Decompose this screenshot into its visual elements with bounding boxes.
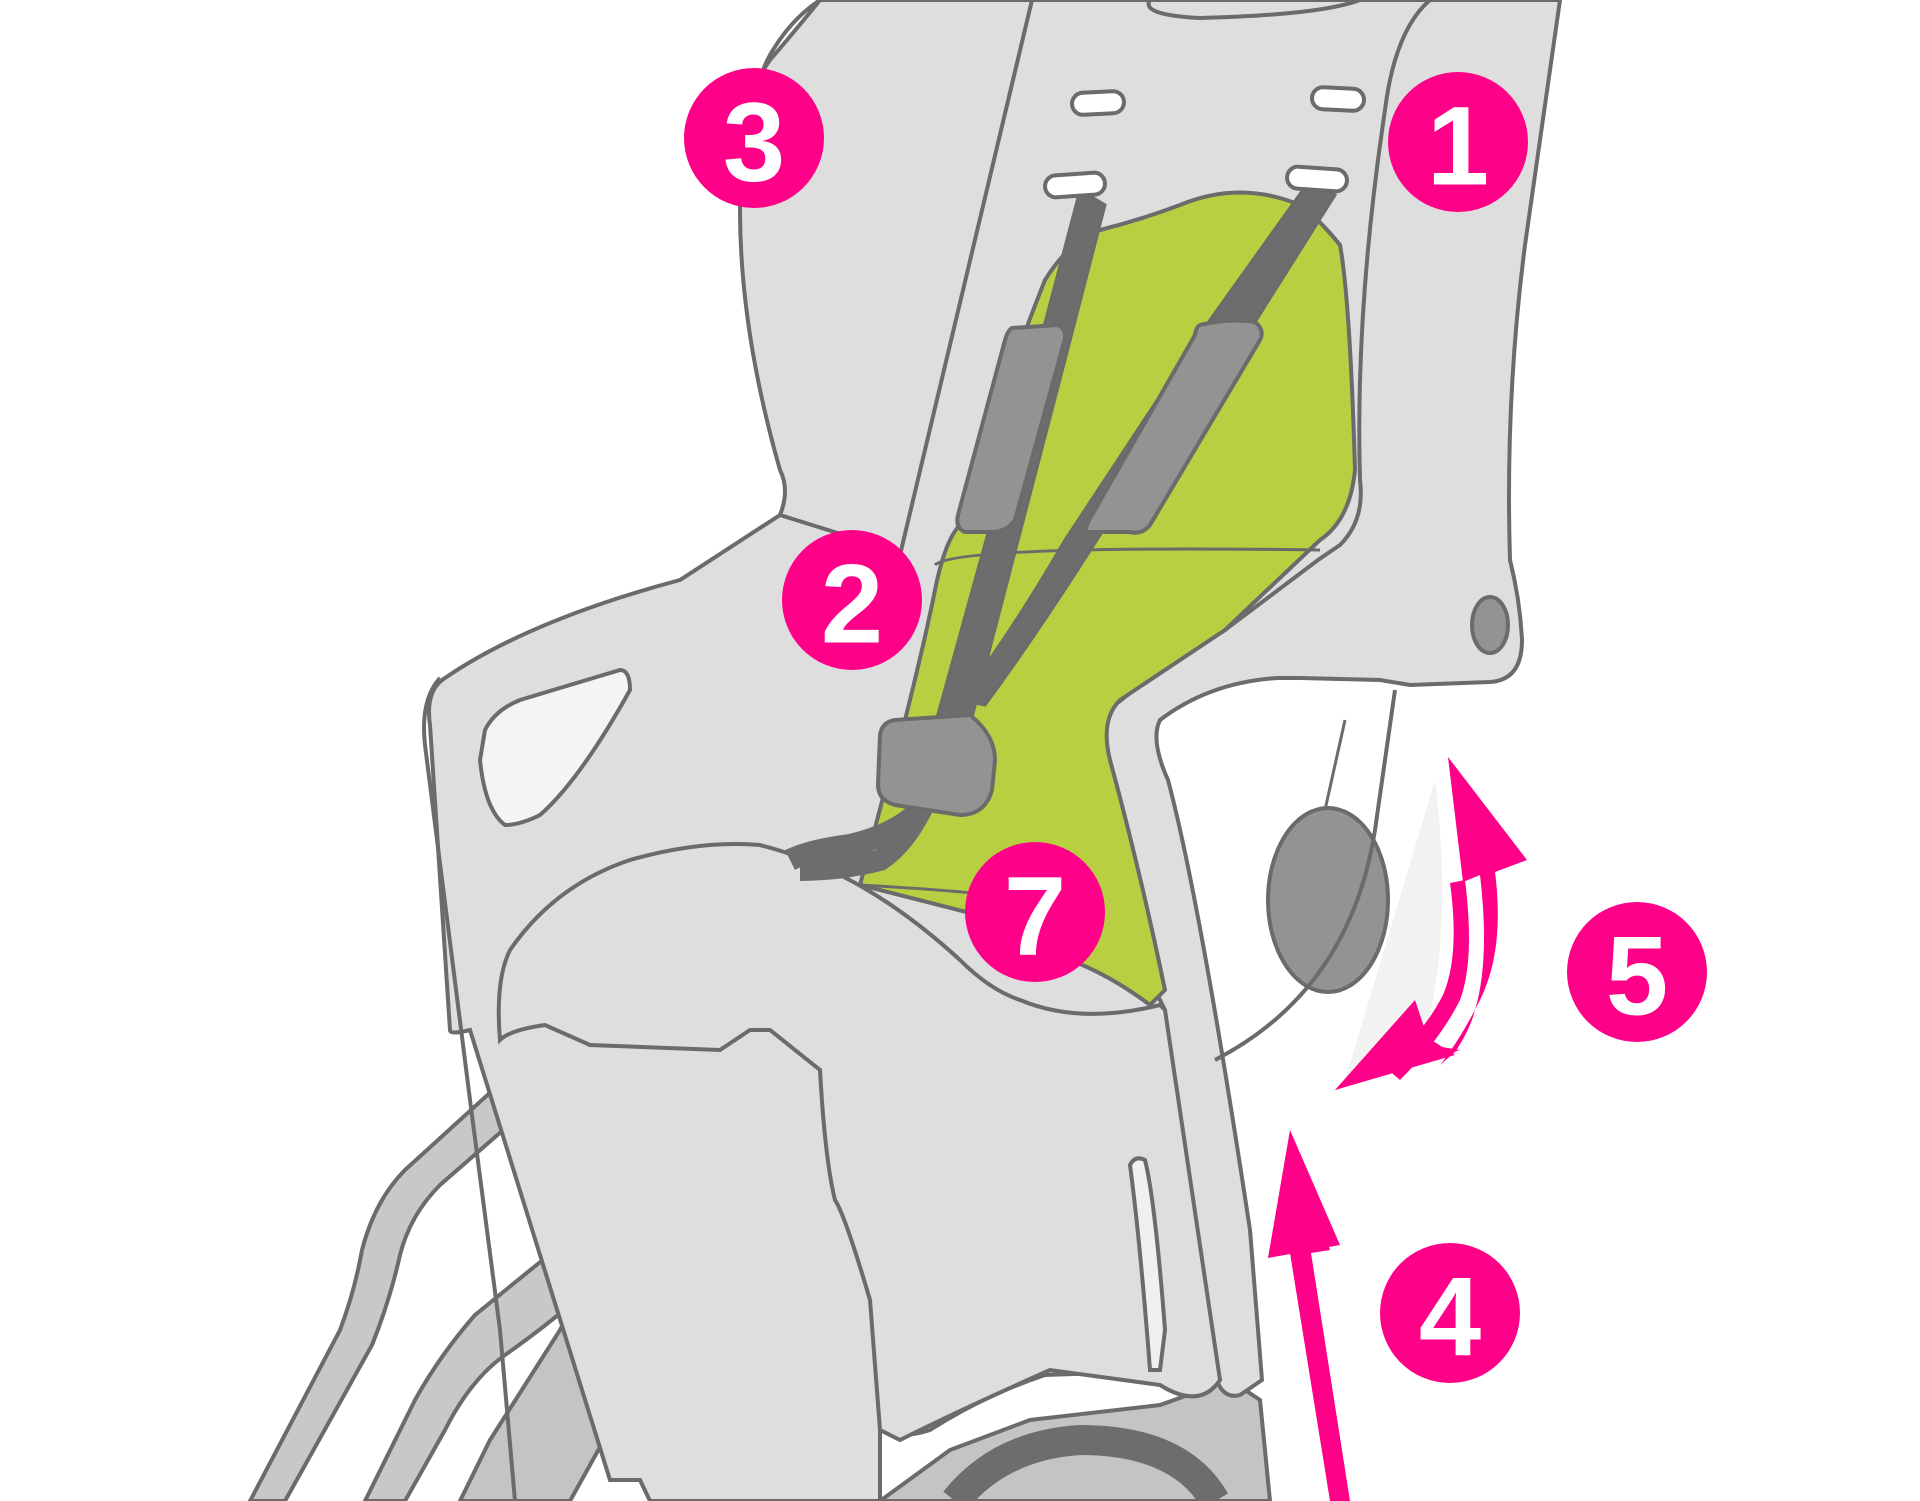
recline-arrow: [1335, 757, 1527, 1090]
callout-number-2: 2: [821, 542, 883, 667]
callout-circle-3: [684, 68, 824, 208]
callout-badge-2: 2: [782, 530, 922, 670]
callout-badge-3: 3: [684, 68, 824, 208]
seat-base: [496, 801, 1223, 1443]
callout-number-7: 7: [1004, 854, 1066, 979]
callout-number-1: 1: [1427, 84, 1489, 209]
callout-badges: 1 2 3 4 5 7: [684, 68, 1707, 1383]
callout-badge-4: 4: [1380, 1243, 1520, 1383]
callout-badge-5: 5: [1567, 902, 1707, 1042]
callout-number-4: 4: [1419, 1255, 1481, 1380]
callout-badge-1: 1: [1388, 72, 1528, 212]
callout-circle-1: [1388, 72, 1528, 212]
shoulder-pads: [955, 318, 1264, 535]
callout-circle-7: [965, 842, 1105, 982]
callout-circle-2: [782, 530, 922, 670]
callout-number-3: 3: [723, 80, 785, 205]
callout-badge-7: 7: [965, 842, 1105, 982]
callout-number-5: 5: [1606, 914, 1668, 1039]
buckle: [875, 712, 998, 818]
adjustment-knobs: [1214, 595, 1510, 1062]
callout-circle-4: [1380, 1243, 1520, 1383]
strap-slots: [1043, 85, 1366, 200]
recline-shadow: [1345, 780, 1443, 1080]
height-adjust-arrow: [1268, 1130, 1350, 1501]
callout-circle-5: [1567, 902, 1707, 1042]
